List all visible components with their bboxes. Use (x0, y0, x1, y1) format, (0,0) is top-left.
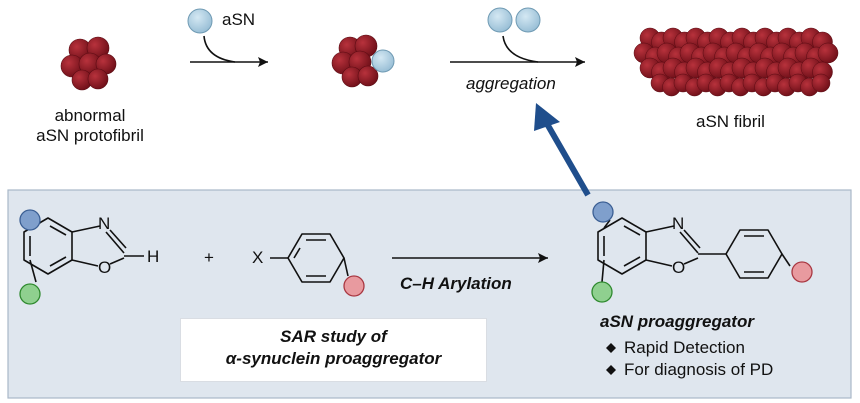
asn-monomer-2a (487, 7, 513, 33)
addition-arrow-1 (190, 35, 268, 67)
reaction-label: C–H Arylation (400, 274, 512, 293)
benzoxazole-reagent (23, 217, 144, 283)
aggregation-arrow (450, 35, 585, 67)
asn-fibril (633, 27, 839, 97)
aryl-halide-reagent (270, 233, 349, 283)
atom-o-reagent: O (98, 258, 112, 277)
substituent-red-2 (791, 261, 813, 283)
bullet-diagnosis-pd: For diagnosis of PD (624, 360, 774, 379)
plus-sign: + (204, 248, 214, 267)
protofibril-label: abnormal aSN protofibril (20, 106, 160, 146)
sar-line-2: α-synuclein proaggregator (225, 349, 442, 368)
bound-monomer (371, 49, 395, 73)
atom-o-product: O (672, 258, 686, 277)
bullet-rapid-detection: Rapid Detection (624, 338, 745, 357)
blue-promote-arrow (534, 103, 591, 197)
substituent-blue-2 (592, 201, 614, 223)
sar-line-1: SAR study of (280, 327, 387, 346)
aggregation-label: aggregation (466, 74, 556, 93)
protofibril-cluster (60, 36, 117, 91)
substituent-green-1 (19, 283, 41, 305)
substituent-red-1 (343, 275, 365, 297)
atom-n-product: N (672, 214, 685, 233)
fibril-sphere (811, 73, 831, 93)
atom-h-reagent: H (147, 247, 160, 266)
monomer-label: aSN (222, 10, 256, 29)
protofibril-label-line1: abnormal (54, 106, 126, 125)
fibril-label: aSN fibril (696, 112, 765, 131)
bullet-diamond-1 (606, 343, 616, 353)
asn-monomer-2b (515, 7, 541, 33)
substituent-blue-1 (19, 209, 41, 231)
arylation-arrow (392, 253, 548, 263)
product-title: aSN proaggregator (600, 312, 754, 331)
atom-n-reagent: N (98, 214, 111, 233)
substituent-green-2 (591, 281, 613, 303)
sar-study-box (180, 318, 487, 382)
fibril-sphere (817, 42, 839, 64)
intermediate-cluster (331, 34, 379, 88)
bullet-diamond-2 (606, 365, 616, 375)
asn-monomer (187, 8, 213, 34)
atom-x-reagent: X (252, 248, 264, 267)
sar-study-text: SAR study of α-synuclein proaggregator (180, 326, 487, 370)
product-structure (597, 217, 791, 283)
protofibril-label-line2: aSN protofibril (36, 126, 144, 145)
